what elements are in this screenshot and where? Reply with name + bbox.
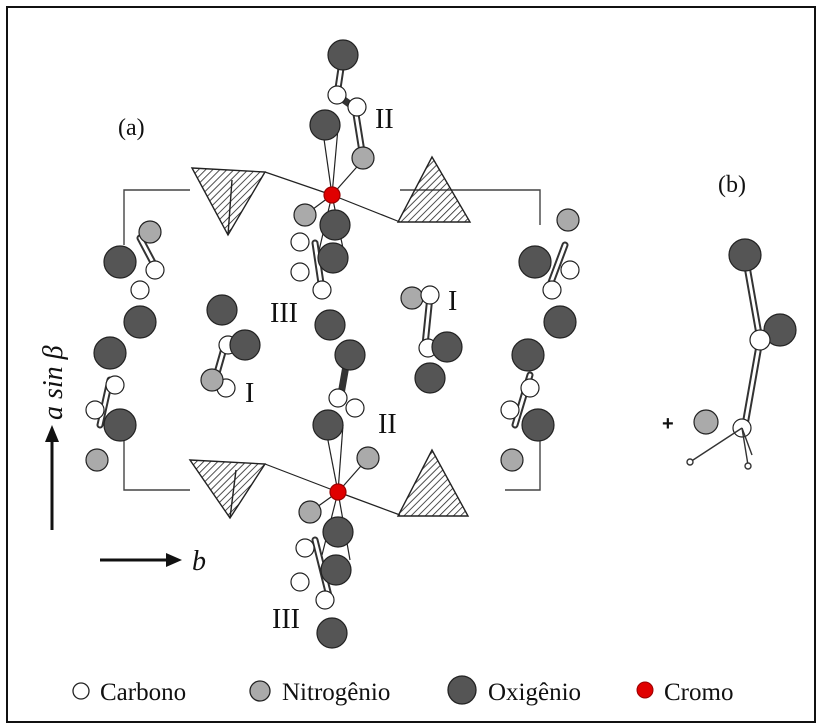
hydrogen-bonds: [686, 427, 753, 470]
nitrogen-atom: [500, 448, 524, 472]
legend-oxygen-swatch: [447, 675, 477, 705]
oxygen-atom: [327, 39, 359, 71]
carbon-atom: [520, 378, 540, 398]
carbon-atom: [500, 400, 520, 420]
figure-frame: [6, 6, 816, 723]
carbon-atom: [290, 262, 310, 282]
axis-vertical-label: a sin β: [38, 345, 69, 420]
left-tetrahedron-top: [190, 167, 267, 237]
oxygen-atom: [431, 331, 463, 363]
carbon-atom: [105, 375, 125, 395]
nitrogen-atom: [556, 208, 580, 232]
site-label-III-top: III: [270, 298, 298, 329]
right-triangle-top: [396, 155, 472, 223]
carbon-atom: [145, 260, 165, 280]
axis-horizontal-label: b: [192, 546, 206, 577]
axis-horizontal: b: [100, 546, 206, 577]
oxygen-atom: [229, 329, 261, 361]
nitrogen-atom: [356, 446, 380, 470]
nitrogen-atom: [138, 220, 162, 244]
carbon-atom: [420, 285, 440, 305]
nitrogen-atom: [85, 448, 109, 472]
carbon-atom: [345, 398, 365, 418]
carbon-atom: [312, 280, 332, 300]
legend: Carbono Nitrogênio Oxigênio Cromo: [72, 675, 733, 706]
panel-a-label: (a): [118, 115, 145, 141]
legend-oxygen-label: Oxigênio: [488, 679, 581, 706]
axis-vertical: a sin β: [38, 345, 69, 530]
right-triangle-bottom: [396, 448, 470, 517]
legend-carbon-swatch: [72, 682, 90, 700]
legend-nitrogen-swatch: [249, 680, 271, 702]
site-label-II-top: II: [375, 104, 394, 135]
site-label-III-bottom: III: [272, 604, 300, 635]
carbon-atom: [130, 280, 150, 300]
carbon-atom: [290, 572, 310, 592]
oxygen-atom: [543, 305, 577, 339]
site-label-II-bottom: II: [378, 409, 397, 440]
nitrogen-atom: [400, 286, 424, 310]
oxygen-atom: [521, 408, 555, 442]
site-label-I-left: I: [245, 378, 254, 409]
chromium-atom: [323, 186, 341, 204]
hydrogen-atom: [686, 458, 694, 466]
oxygen-atom: [103, 408, 137, 442]
legend-carbon-label: Carbono: [100, 679, 186, 706]
site-label-I-right: I: [448, 286, 457, 317]
oxygen-atom: [320, 554, 352, 586]
panel-b-label: (b): [718, 172, 746, 198]
oxygen-atom: [314, 309, 346, 341]
carbon-atom: [749, 329, 771, 351]
oxygen-atom: [312, 409, 344, 441]
legend-nitrogen-label: Nitrogênio: [282, 679, 390, 706]
oxygen-atom: [414, 362, 446, 394]
carbon-atom: [85, 400, 105, 420]
hydrogen-atom: [744, 462, 752, 470]
nitrogen-atom: [351, 146, 375, 170]
legend-chromium-swatch: [636, 681, 654, 699]
carbon-atom: [295, 538, 315, 558]
nitrogen-atom: [298, 500, 322, 524]
carbon-atom: [542, 280, 562, 300]
oxygen-atom: [93, 336, 127, 370]
oxygen-atom: [334, 339, 366, 371]
oxygen-atom: [322, 516, 354, 548]
atoms: [85, 39, 797, 649]
oxygen-atom: [206, 294, 238, 326]
oxygen-atom: [123, 305, 157, 339]
carbon-atom: [328, 388, 348, 408]
oxygen-atom: [309, 109, 341, 141]
left-tetrahedron-bottom: [188, 459, 267, 520]
chromium-atom: [329, 483, 347, 501]
bonds: [96, 51, 764, 604]
anion-polyhedra: [188, 155, 472, 520]
oxygen-atom: [319, 209, 351, 241]
nitrogen-atom: [293, 203, 317, 227]
oxygen-atom: [763, 313, 797, 347]
oxygen-atom: [317, 242, 349, 274]
carbon-atom: [560, 260, 580, 280]
nitrogen-atom: [693, 409, 719, 435]
oxygen-atom: [728, 238, 762, 272]
carbon-atom: [315, 590, 335, 610]
oxygen-atom: [511, 338, 545, 372]
oxygen-atom: [103, 245, 137, 279]
nitrogen-atom: [200, 368, 224, 392]
carbon-atom: [327, 85, 347, 105]
oxygen-atom: [518, 245, 552, 279]
charge-label: +: [662, 413, 674, 435]
legend-chromium-label: Cromo: [664, 679, 733, 706]
oxygen-atom: [316, 617, 348, 649]
carbon-atom: [290, 232, 310, 252]
carbon-atom: [347, 97, 367, 117]
